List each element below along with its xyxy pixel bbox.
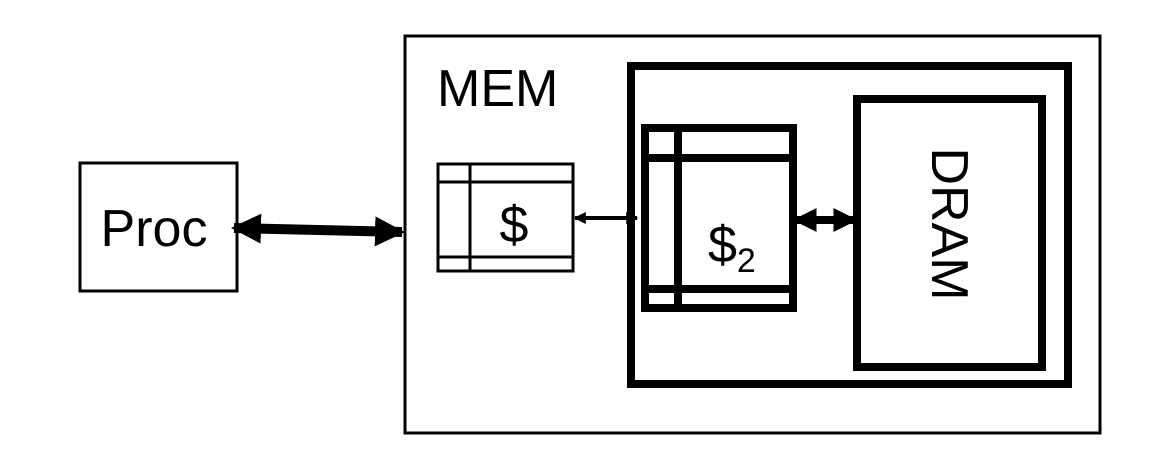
dram-box (853, 95, 1046, 371)
proc-block: Proc (78, 161, 239, 293)
proc-label: Proc (101, 200, 208, 258)
mem-box (403, 34, 1102, 435)
cache1-label: $ (500, 196, 529, 254)
cache2-label: $2 (708, 216, 756, 280)
dram-block: DRAM (853, 95, 1046, 371)
mem-label: MEM (437, 60, 558, 118)
proc-mem-arrow (231, 213, 405, 247)
l2-subsystem-box (627, 62, 1072, 388)
cache1-box (436, 162, 575, 273)
cache2-label-subscript: 2 (737, 242, 756, 280)
cache2-label-base: $ (708, 216, 737, 274)
mem-block: MEM (403, 34, 1102, 435)
cache2-block: $2 (641, 124, 797, 312)
cache1-block: $ (436, 162, 575, 273)
dram-label: DRAM (920, 147, 978, 300)
